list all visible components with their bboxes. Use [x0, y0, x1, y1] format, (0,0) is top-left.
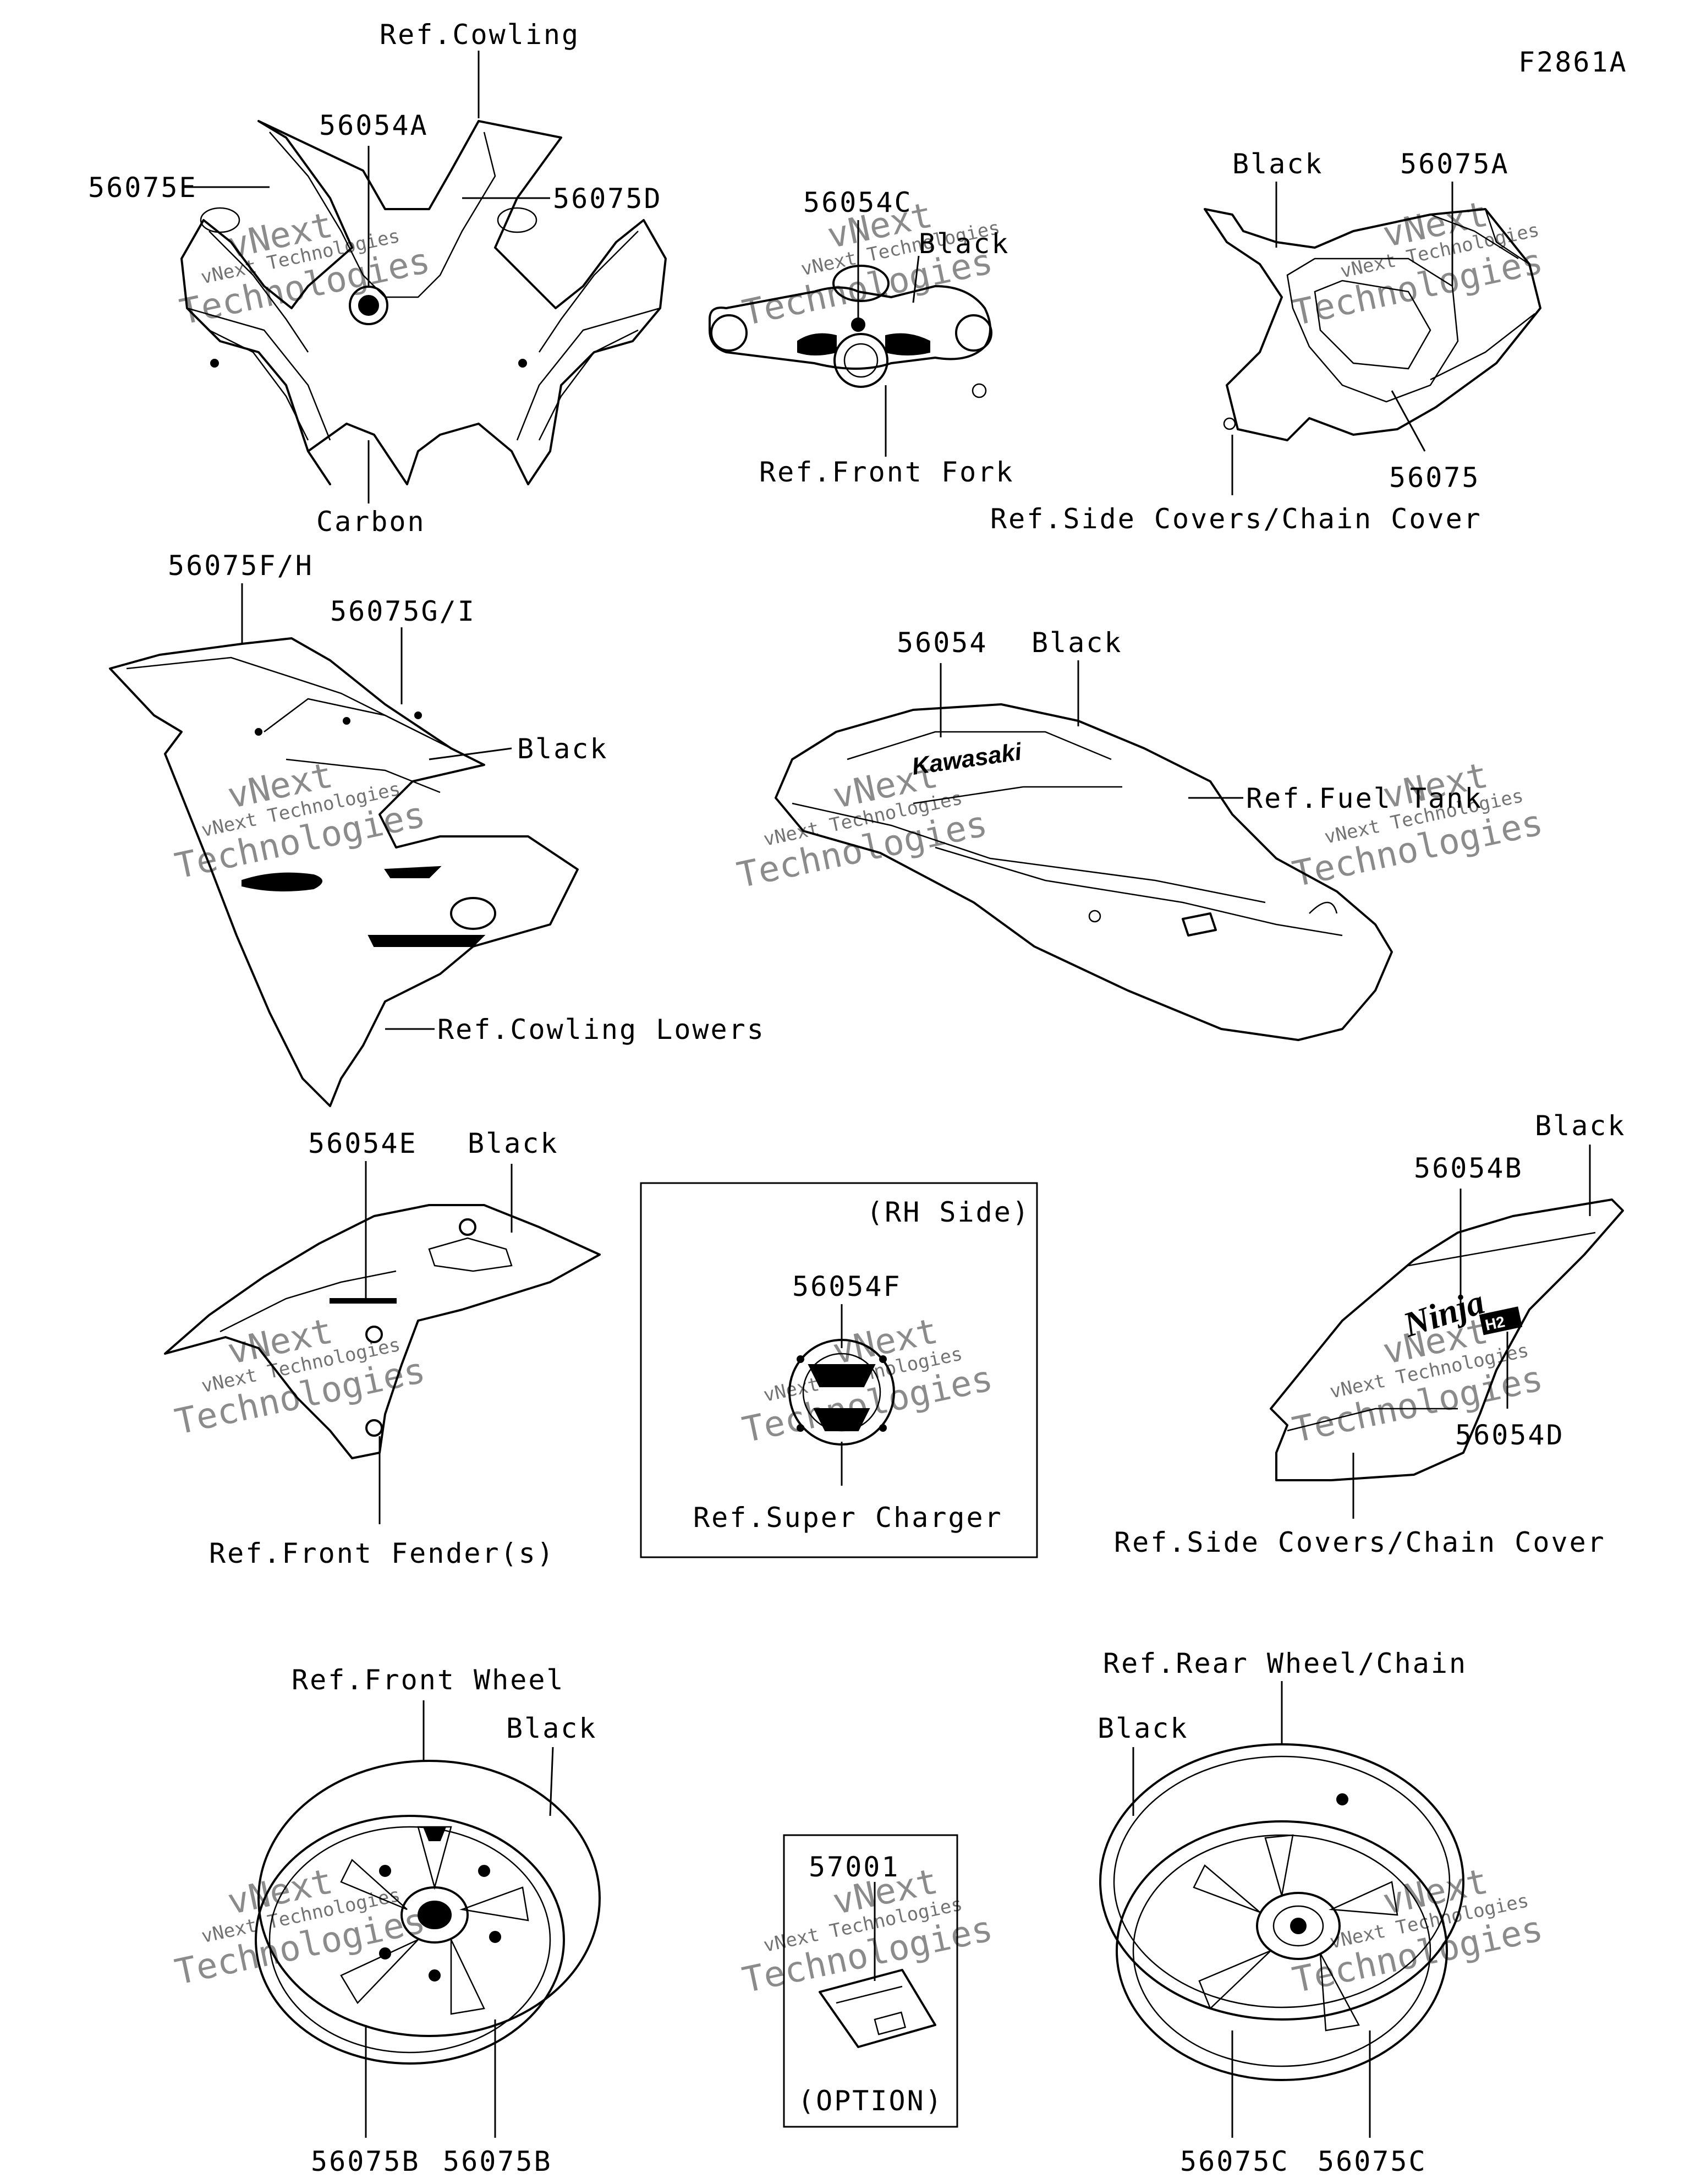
- part-56054A-label: 56054A: [319, 110, 429, 141]
- watermark-8: vNext vNext Technologies Technologies: [739, 1311, 996, 1451]
- carbon-label: Carbon: [316, 506, 426, 538]
- fork-top-leaders: [857, 220, 920, 457]
- upper-cowling-leaders: [184, 51, 550, 503]
- black-tail-label: Black: [1232, 148, 1324, 180]
- black-side-label: Black: [1535, 1110, 1626, 1142]
- part-56075-label: 56075: [1389, 462, 1480, 494]
- side-badge: [1479, 1306, 1523, 1335]
- front-wheel-group: [255, 1760, 601, 2065]
- part-57001-label: 57001: [809, 1851, 900, 1883]
- rear-wheel-leaders: [1132, 1681, 1371, 2138]
- part-56075D-label: 56075D: [553, 183, 662, 215]
- part-56054C-label: 56054C: [803, 187, 913, 218]
- ref-front-fork-label: Ref.Front Fork: [759, 456, 1014, 488]
- side-cover-leaders: [1352, 1145, 1591, 1519]
- ref-cowling-lowers-label: Ref.Cowling Lowers: [437, 1014, 765, 1046]
- black-lower-label: Black: [517, 733, 608, 765]
- part-56054D-label: 56054D: [1455, 1419, 1565, 1451]
- part-56075FH-label: 56075F/H: [168, 550, 314, 582]
- ref-cowling-label: Ref.Cowling: [380, 19, 580, 51]
- watermark-7: vNext vNext Technologies Technologies: [172, 1311, 429, 1443]
- part-56075GI-label: 56075G/I: [330, 595, 476, 627]
- ref-super-charger-label: Ref.Super Charger: [693, 1502, 1003, 1534]
- ref-fuel-tank-label: Ref.Fuel Tank: [1246, 782, 1483, 814]
- part-56075B-label-2: 56075B: [443, 2145, 552, 2177]
- rear-wheel-group: [1099, 1743, 1464, 2081]
- part-56075C-label-2: 56075C: [1318, 2145, 1427, 2177]
- tail-cover-group: [1204, 208, 1541, 441]
- black-fw-label: Black: [506, 1712, 597, 1744]
- tail-cover-leaders: [1231, 182, 1453, 495]
- fork-top-bridge-group: [709, 265, 992, 398]
- part-56075A-label: 56075A: [1400, 148, 1510, 180]
- option-box: [783, 1834, 958, 2128]
- upper-cowling-group: [180, 120, 667, 485]
- cowling-lower-group: [109, 637, 579, 1107]
- rh-side-label: (RH Side): [866, 1196, 1030, 1228]
- black-rw-label: Black: [1098, 1712, 1189, 1744]
- part-56054B-label: 56054B: [1414, 1152, 1523, 1184]
- cowling-lower-leaders: [241, 583, 512, 1030]
- front-wheel-leaders: [365, 1700, 554, 2138]
- part-56075B-label-1: 56075B: [311, 2145, 420, 2177]
- option-label: (OPTION): [798, 2085, 943, 2117]
- part-56054E-label: 56054E: [308, 1127, 418, 1159]
- part-56054F-label: 56054F: [792, 1271, 902, 1302]
- ref-front-fenders-label: Ref.Front Fender(s): [209, 1537, 555, 1569]
- watermark-6: vNext vNext Technologies Technologies: [1289, 755, 1546, 895]
- rh-side-box: [640, 1182, 1038, 1558]
- black-fork-label: Black: [919, 228, 1010, 260]
- fuel-tank-leaders: [940, 660, 1243, 799]
- watermark-4: vNext vNext Technologies Technologies: [172, 755, 429, 887]
- black-fender-label: Black: [468, 1127, 559, 1159]
- ref-front-wheel-label: Ref.Front Wheel: [292, 1664, 565, 1696]
- watermark-5: vNext vNext Technologies Technologies: [734, 755, 991, 896]
- front-fender-group: [164, 1204, 601, 1459]
- part-56075C-label-1: 56075C: [1180, 2145, 1290, 2177]
- ref-side-covers-top-label: Ref.Side Covers/Chain Cover: [990, 503, 1482, 535]
- diagram-code: F2861A: [1518, 46, 1628, 78]
- black-tank-label: Black: [1031, 627, 1123, 659]
- front-fender-leaders: [365, 1161, 513, 1524]
- part-56075E-label: 56075E: [88, 172, 197, 204]
- ref-rear-wheel-label: Ref.Rear Wheel/Chain: [1103, 1647, 1467, 1679]
- part-56054-label: 56054: [897, 627, 988, 659]
- ref-side-covers-mid-label: Ref.Side Covers/Chain Cover: [1114, 1526, 1606, 1558]
- side-badge-text: H2: [1484, 1313, 1506, 1334]
